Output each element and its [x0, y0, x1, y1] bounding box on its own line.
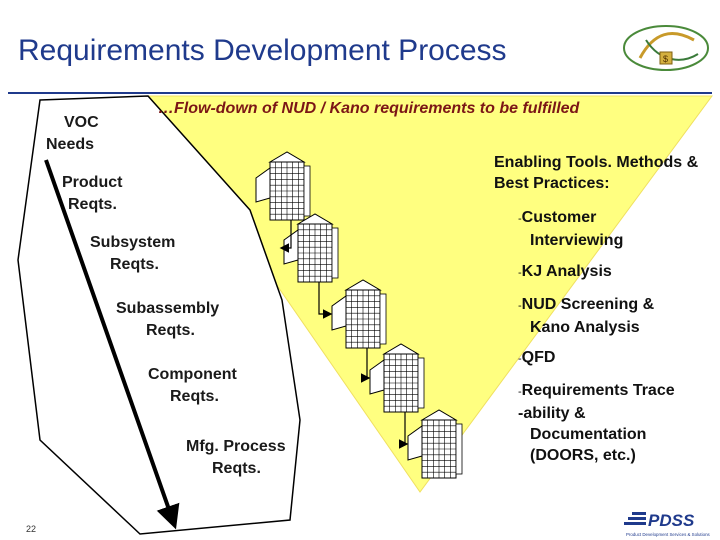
level-label: Subassembly — [116, 300, 220, 317]
page-number: 22 — [26, 524, 37, 534]
tools-heading: Enabling Tools. Methods & Best Practices… — [494, 154, 699, 192]
level-label: Reqts. — [146, 322, 195, 339]
tool-line: KJ Analysis — [521, 263, 612, 280]
qfd-house-stack — [255, 151, 463, 479]
tool-dash: - — [518, 267, 522, 279]
level-label: Subsystem — [90, 234, 176, 251]
pdss-logo-text: PDSS — [648, 511, 695, 530]
tool-dash: - — [518, 213, 522, 225]
globe-logo-icon: $ — [623, 25, 709, 71]
level-label: Reqts. — [170, 388, 219, 405]
level-subassembly: Subassembly Reqts. — [116, 298, 219, 342]
tool-line: Requirements Trace — [521, 382, 675, 399]
connector-arrow — [279, 220, 292, 253]
tool-line: Customer — [521, 209, 597, 226]
connector-arrow — [318, 282, 333, 319]
qfd-house-icon — [407, 409, 463, 479]
tool-line: (DOORS, etc.) — [530, 447, 636, 464]
level-label: Reqts. — [212, 460, 261, 477]
level-label: Needs — [46, 136, 95, 153]
tool-dash: - — [518, 300, 522, 312]
level-component: Component Reqts. — [148, 364, 237, 408]
tool-item: -KJ Analysis — [518, 261, 612, 284]
level-label: VOC — [64, 114, 99, 131]
qfd-house-icon — [255, 151, 311, 221]
tool-line: Kano Analysis — [530, 319, 640, 336]
page-title: Requirements Development Process — [18, 34, 507, 67]
tool-dash: - — [518, 353, 522, 365]
qfd-house-icon — [331, 279, 387, 349]
level-label: Reqts. — [110, 256, 159, 273]
tool-line: Interviewing — [530, 232, 624, 249]
level-label: Component — [148, 366, 237, 383]
tool-line: Documentation — [530, 426, 647, 443]
flowdown-arrow — [44, 159, 180, 530]
connector-arrow — [398, 412, 409, 449]
pdss-logo-icon: PDSS Product Development Services & Solu… — [624, 511, 711, 537]
pdss-logo-subtext: Product Development Services & Solutions — [626, 532, 711, 537]
svg-text:$: $ — [663, 54, 668, 64]
title-underline — [8, 92, 712, 94]
tool-item: -Requirements Trace -ability & Documenta… — [518, 380, 675, 466]
level-label: Mfg. Process — [186, 438, 286, 455]
connector-arrow — [360, 348, 371, 383]
level-product: Product Reqts. — [62, 172, 122, 216]
flowdown-caption: …Flow-down of NUD / Kano requirements to… — [158, 100, 580, 117]
house-connectors — [279, 220, 409, 449]
qfd-house-icon — [369, 343, 425, 413]
level-label: Product — [62, 174, 123, 191]
level-label: Reqts. — [68, 196, 117, 213]
level-mfg-process: Mfg. Process Reqts. — [186, 436, 286, 480]
tool-line: NUD Screening & — [521, 296, 655, 313]
tool-item: -NUD Screening & Kano Analysis — [518, 294, 654, 338]
tool-item: -Customer Interviewing — [518, 207, 623, 251]
tool-line: -ability & — [518, 405, 586, 422]
level-subsystem: Subsystem Reqts. — [90, 232, 175, 276]
scope-blob — [17, 95, 301, 535]
tool-line: QFD — [521, 349, 556, 366]
level-voc: VOC Needs — [46, 112, 99, 156]
tool-item: -QFD — [518, 347, 555, 370]
tool-dash: - — [518, 386, 522, 398]
qfd-house-icon — [283, 213, 339, 283]
